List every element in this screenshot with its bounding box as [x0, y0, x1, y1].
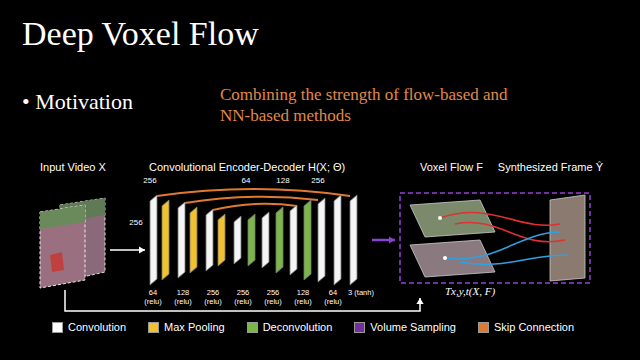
conv-layer	[318, 198, 325, 282]
deconv-layer	[276, 207, 283, 273]
layer-stack	[150, 195, 357, 285]
layer-label: 128 (relu)	[170, 288, 196, 306]
conv-layer	[178, 202, 185, 278]
layer-label: 128 (relu)	[290, 288, 316, 306]
flow-frame	[410, 200, 495, 237]
layer-label: 64 (relu)	[140, 288, 166, 306]
conv-layer	[206, 209, 213, 271]
transform-label: Tx,y,t(X, F)	[445, 284, 495, 298]
arrowhead	[389, 236, 395, 243]
diagram-node: Voxel Flow F Tx,y,t(X, F)	[395, 160, 495, 298]
slide-text: Combining the strength of flow-based and…	[220, 84, 510, 126]
legend-swatch	[478, 322, 489, 333]
deconv-layer	[248, 214, 255, 266]
diagram-node: Synthesized Frame Ŷ	[495, 160, 605, 290]
skip-arc	[185, 197, 318, 203]
conv-layer	[262, 212, 269, 268]
output-frame	[550, 195, 585, 281]
conv-layer	[334, 195, 341, 285]
diagram-node: Convolutional Encoder-Decoder H(X; Θ)	[145, 160, 372, 300]
legend-swatch	[52, 322, 63, 333]
sample-point	[443, 256, 447, 260]
slide-text: • Motivation	[22, 88, 202, 116]
legend-text: Volume Sampling	[370, 321, 456, 333]
legend-item: Max Pooling	[148, 321, 225, 333]
layer-label: 256	[126, 218, 146, 227]
legend-text: Deconvolution	[263, 321, 333, 333]
conv-layer	[290, 205, 297, 275]
layer-label: 3 (tanh)	[348, 288, 374, 297]
legend-item: Convolution	[52, 321, 126, 333]
layer-label: 128	[273, 176, 293, 185]
legend-swatch	[354, 322, 365, 333]
layer-label: 64 (relu)	[320, 288, 346, 306]
pool-layer	[190, 207, 197, 273]
legend-swatch	[148, 322, 159, 333]
input-frames	[40, 198, 105, 288]
legend: Convolution Max Pooling Deconvolution Volum…	[52, 321, 574, 333]
node-heading: Input Video X	[38, 160, 110, 174]
video-frame-band	[40, 205, 85, 229]
node-heading: Synthesized Frame Ŷ	[495, 160, 605, 174]
arrowhead	[139, 246, 145, 253]
conv-layer	[150, 195, 157, 285]
video-figure	[50, 252, 64, 272]
legend-text: Convolution	[68, 321, 126, 333]
legend-item: Deconvolution	[247, 321, 333, 333]
flow-curve	[445, 232, 560, 259]
diagram-node: Input Video X	[38, 160, 110, 290]
layer-label: 256	[140, 176, 160, 185]
pool-layer	[162, 200, 169, 280]
layer-label: 64	[236, 176, 256, 185]
skip-arc	[157, 189, 350, 196]
sampling-box	[400, 193, 590, 283]
legend-text: Skip Connection	[494, 321, 574, 333]
node-heading: Voxel Flow F	[395, 160, 495, 174]
arrowhead	[416, 298, 423, 304]
legend-text: Max Pooling	[164, 321, 225, 333]
layer-label: 256 (relu)	[200, 288, 226, 306]
conv-layer	[234, 216, 241, 264]
deconv-layer	[304, 200, 311, 280]
node-heading: Convolutional Encoder-Decoder H(X; Θ)	[145, 160, 372, 174]
legend-swatch	[247, 322, 258, 333]
conv-layer	[350, 195, 357, 285]
layer-label: 256	[308, 176, 328, 185]
layer-label: 256 (relu)	[260, 288, 286, 306]
legend-item: Volume Sampling	[354, 321, 456, 333]
pool-layer	[218, 214, 225, 266]
layer-label: 256 (relu)	[230, 288, 256, 306]
flow-curve	[460, 255, 568, 264]
slide-title: Deep Voxel Flow	[22, 14, 259, 54]
video-frame	[40, 205, 85, 288]
skip-arc	[213, 204, 297, 210]
volume-sampling	[400, 193, 590, 283]
legend-item: Skip Connection	[478, 321, 574, 333]
sample-point	[438, 216, 442, 220]
